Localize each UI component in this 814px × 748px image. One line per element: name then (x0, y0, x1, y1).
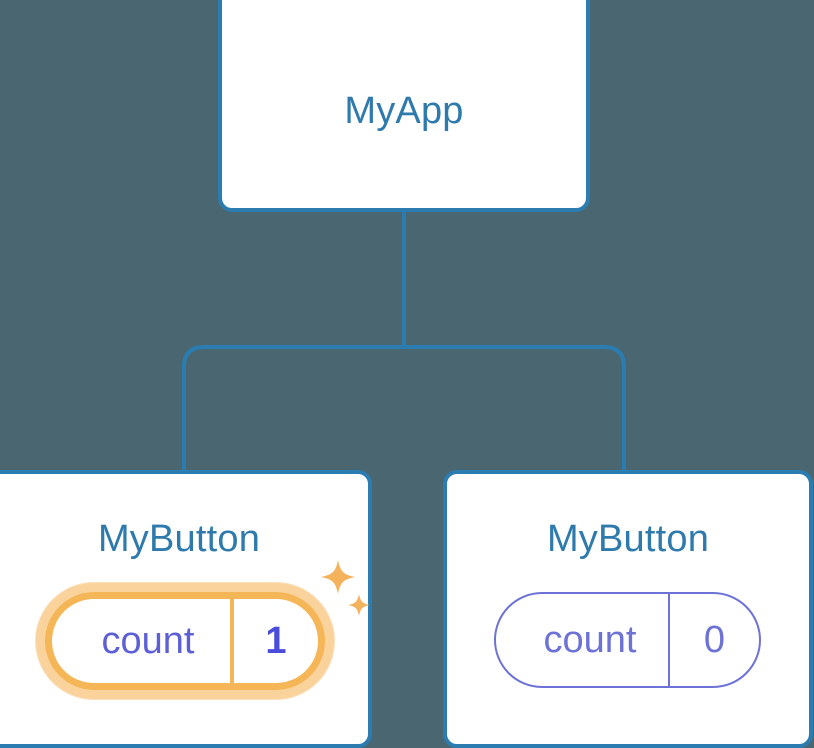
prop-key-left: count (101, 619, 195, 662)
prop-pill-wrapper-right: count 0 (494, 592, 761, 688)
prop-pill-wrapper-left: count 1 (35, 582, 345, 700)
prop-key-right: count (543, 618, 637, 661)
connector-branch-bar (182, 345, 626, 470)
prop-value-right: 0 (668, 594, 759, 686)
node-card-myapp[interactable]: MyApp (218, 0, 590, 212)
node-title-mybutton-left: MyButton (97, 518, 261, 560)
node-card-mybutton-right[interactable]: MyButton (443, 470, 813, 748)
prop-pill-left[interactable]: count 1 (45, 592, 325, 690)
node-title-mybutton-right: MyButton (546, 518, 710, 560)
prop-pill-glow-halo (35, 582, 335, 700)
prop-value-left: 1 (230, 599, 318, 683)
node-title-myapp: MyApp (344, 90, 464, 132)
prop-pill-right[interactable]: count 0 (494, 592, 761, 688)
